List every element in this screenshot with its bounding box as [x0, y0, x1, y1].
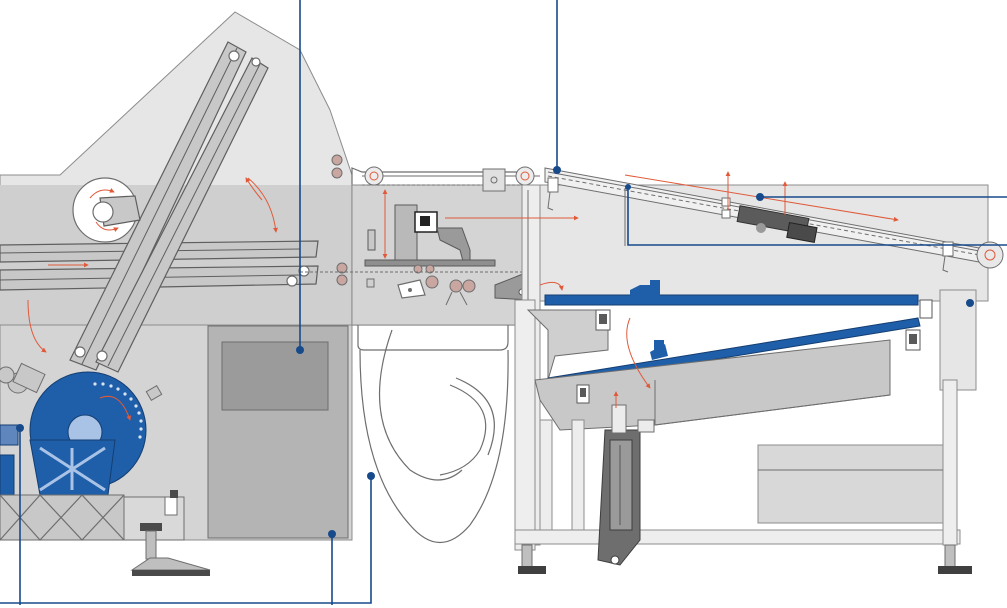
pneumatic-cylinder [597, 404, 655, 566]
spool-hub [92, 201, 114, 223]
foot-right [938, 566, 972, 574]
left-module [0, 11, 353, 576]
lower-truss-frame [0, 494, 125, 541]
pulley-right [515, 166, 535, 186]
callout-top-center [553, 0, 561, 174]
callout-top-left [296, 0, 304, 354]
cabinet-door-window [221, 341, 329, 411]
conveyor-cylinder [736, 205, 818, 244]
center-module [300, 166, 540, 544]
diagonal-rail-1 [69, 41, 247, 371]
right-module [514, 167, 1004, 574]
reel-beads [93, 382, 143, 439]
callout-bottom-left [16, 424, 24, 605]
callout-bottom-center [328, 530, 336, 605]
control-box [757, 444, 944, 524]
diagonal-rail-2 [95, 57, 269, 373]
collection-bag [359, 349, 509, 544]
leveling-foot [130, 557, 211, 571]
gripper-mechanism [364, 204, 496, 306]
pulley-left [364, 166, 384, 186]
blue-tray-upper [544, 294, 919, 306]
conveyor-end-pulley [976, 241, 1004, 269]
blue-reel-assembly [0, 362, 163, 496]
callout-right-upper [756, 193, 1007, 201]
foot-left [518, 566, 546, 574]
callout-right-lower [625, 184, 1007, 246]
callout-bottom-middle [0, 472, 375, 604]
